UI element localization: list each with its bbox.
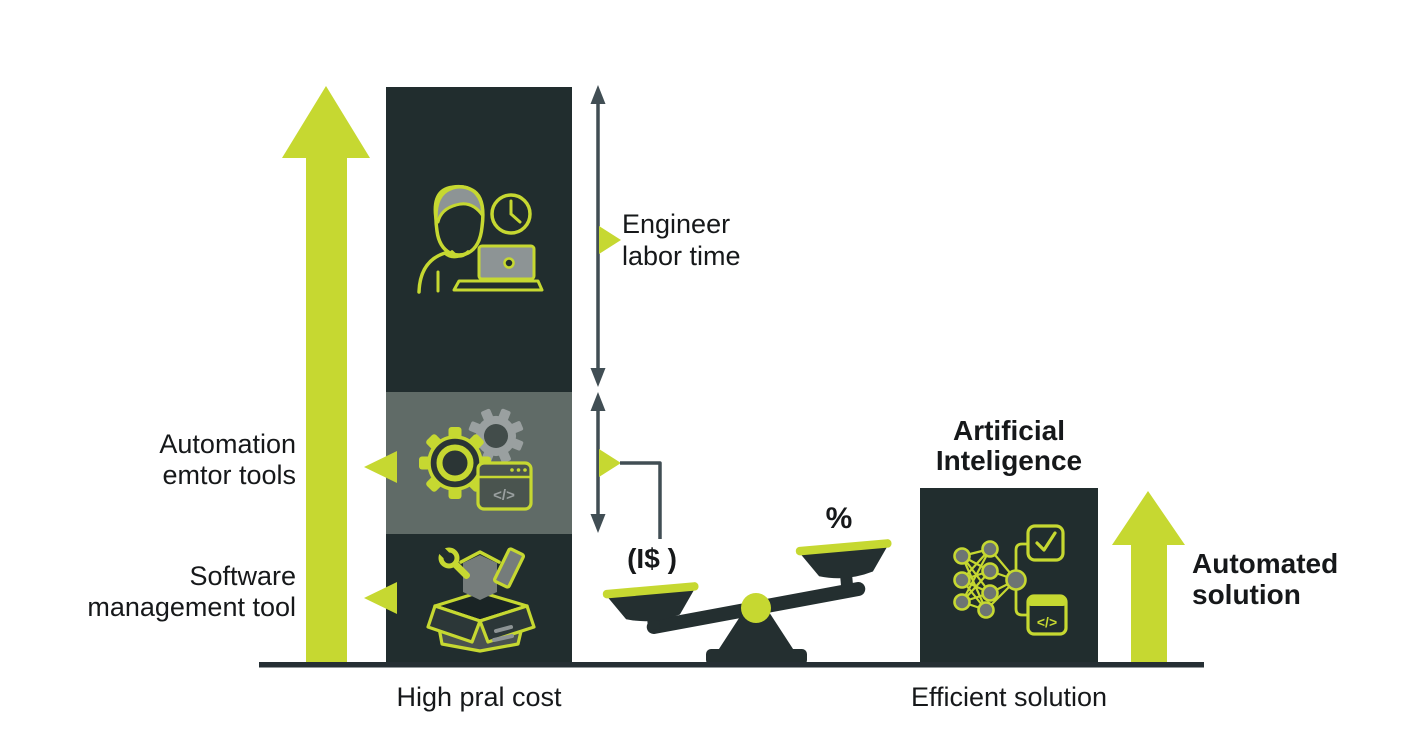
code-window-icon: </> [476,461,533,511]
scale-left-pan [602,582,699,631]
balance-scale-icon [602,539,892,665]
person-neck [450,250,470,258]
money-pan-label: (I$ ) [627,543,677,574]
code-glyph: </> [1037,614,1057,630]
package-icon [463,555,497,600]
automation-left-pointer-icon [364,451,397,483]
efficient-solution-label: Efficient solution [910,682,1108,712]
laptop-base [452,279,544,292]
software-label-line1: Software [189,561,296,591]
scale-right-pan [795,539,892,588]
ai-title-line1: Artificial [952,415,1066,446]
engineer-label-line1: Engineer [622,209,731,239]
wrench-icon [436,545,471,580]
engineer-labor-time-label: Engineer labor time [622,208,741,272]
code-square-icon: </> [1026,594,1068,636]
laptop-logo [503,257,515,269]
percent-pan-label: % [825,502,853,535]
box-flap-right [478,604,536,644]
software-tool-label: Software management tool [58,561,296,623]
automated-label-line2: solution [1192,579,1301,610]
automation-label-line2: emtor tools [162,460,296,490]
automation-measure-line [590,392,606,533]
automation-tools-label: Automation emtor tools [58,429,296,491]
bracket-to-code [1014,580,1030,617]
gears-code-window-icon: </> [419,408,533,511]
tool-item [492,547,526,589]
box-flap-left [426,604,482,644]
engineer-measure-line [590,85,606,387]
clock-hands [509,199,522,224]
network-nodes [953,540,1027,619]
back-flap-peak [459,550,501,564]
engineer-laptop-clock-icon [417,184,544,294]
automation-label-line1: Automation [159,429,296,459]
ai-title: Artificial Inteligence [906,416,1112,476]
open-toolbox-icon [426,545,536,653]
bracket-to-check [1014,542,1030,580]
ai-title-line2: Inteligence [935,445,1083,476]
engineer-pointer-icon [599,226,621,254]
neural-network-code-icon: </> [953,524,1068,636]
code-glyph: </> [493,487,515,504]
green-gear-icon [419,427,491,499]
scale-pedestal [717,612,795,652]
scale-pivot [741,593,771,623]
network-edges [960,547,1018,612]
engineer-label-line2: labor time [622,241,741,271]
software-label-line2: management tool [87,592,296,622]
small-up-arrow-icon [1112,491,1185,664]
box-label-lines [492,625,514,642]
person-head [434,185,485,257]
big-up-arrow-icon [282,86,370,664]
automation-pointer-icon [599,449,621,477]
automated-label-line1: Automated [1192,548,1339,579]
scale-base [706,649,807,665]
cost-connector-line [620,461,662,539]
automated-solution-label: Automated solution [1192,548,1338,610]
cost-bar [386,87,572,664]
software-left-pointer-icon [364,582,397,614]
baseline [259,662,1204,668]
high-cost-label: High pral cost [396,682,562,712]
check-square-icon [1026,524,1065,562]
